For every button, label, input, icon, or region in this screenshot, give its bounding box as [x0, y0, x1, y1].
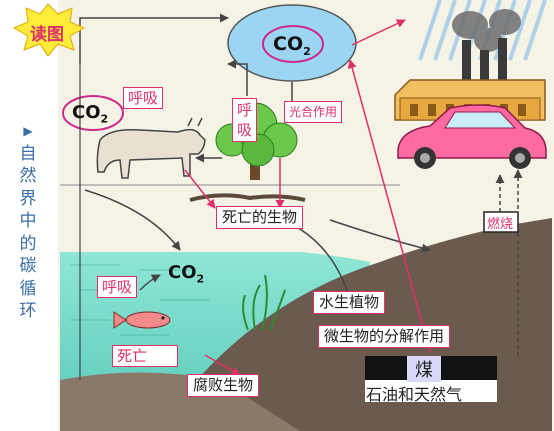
co2-atmosphere-label: CO2	[273, 33, 311, 58]
combustion-label: 燃烧	[487, 217, 514, 232]
sidebar-char: 碳	[19, 256, 37, 276]
coal-label: 煤	[407, 356, 441, 382]
sidebar-char: 中	[19, 211, 37, 231]
co2-text: CO	[168, 262, 197, 283]
dead-organisms-mound	[189, 193, 306, 202]
co2-subscript: 2	[100, 112, 109, 126]
sidebar-char: 然	[19, 166, 37, 186]
co2-left-ring	[62, 95, 124, 131]
respiration-plant-label: 呼 吸	[232, 98, 258, 142]
respiration-water-label: 呼吸	[97, 276, 138, 298]
oil-gas-layer	[365, 380, 497, 402]
aquatic-plants	[242, 274, 286, 331]
sidebar-bullet-icon: ▶	[23, 124, 33, 138]
co2-subscript: 2	[303, 44, 311, 58]
lake-bed	[60, 372, 300, 431]
co2-water-label: CO2	[168, 262, 204, 286]
sidebar-char: 自	[19, 143, 37, 164]
co2-text: CO	[273, 33, 304, 55]
factory-smoke	[452, 9, 521, 52]
aquatic-plants-label: 水生植物	[313, 291, 386, 314]
respiration-left-label: 呼吸	[123, 87, 164, 109]
sidebar-char: 环	[19, 301, 37, 321]
pink-flow-arrows	[184, 19, 431, 376]
badge-star	[12, 3, 86, 57]
co2-left-label: CO2	[72, 102, 108, 126]
co2-text: CO	[72, 102, 101, 123]
oil-gas-label: 石油和天然气	[366, 385, 463, 404]
factory-chimneys	[462, 38, 507, 95]
fish-illustration	[113, 311, 171, 329]
sidebar-char: 循	[19, 278, 37, 299]
badge-label: 读图	[30, 25, 64, 45]
dead-organisms-label: 死亡的生物	[216, 206, 304, 229]
photosynthesis-label: 光合作用	[284, 101, 343, 123]
car-illustration	[397, 104, 547, 169]
co2-atmosphere-ring	[262, 25, 324, 63]
death-label: 死亡	[112, 345, 178, 367]
cow-illustration	[96, 117, 206, 179]
decaying-organisms-label: 腐败生物	[187, 374, 260, 397]
co2-subscript: 2	[196, 272, 205, 286]
combustion-dashed-lines	[495, 169, 523, 356]
sidebar-char: 的	[19, 233, 37, 254]
sidebar-char: 界	[19, 188, 37, 209]
decomposition-label: 微生物的分解作用	[318, 325, 451, 348]
sidebar-title: ▶ 自 然 界 中 的 碳 循 环	[17, 120, 39, 323]
